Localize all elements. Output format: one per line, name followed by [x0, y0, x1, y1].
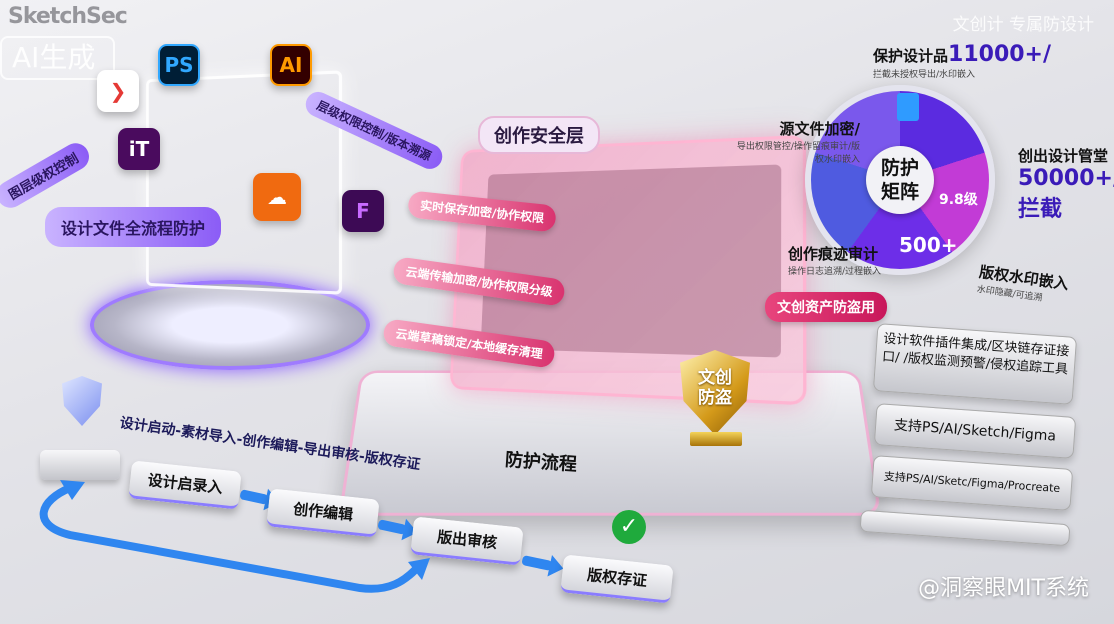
ai-generated-badge: AI生成	[0, 36, 115, 80]
protection-flow-label: 防护流程	[504, 449, 578, 476]
anti-theft-tag: 文创资产防盗用	[765, 292, 887, 322]
loop-arrow-icon	[39, 480, 430, 593]
sign-base-bar	[859, 509, 1071, 547]
flow-step-4: 版权存证	[560, 554, 674, 604]
callout-protected-designs: 保护设计品11000+/ 拦截未授权导出/水印嵌入	[873, 42, 1052, 80]
sign-support-1: 支持PS/AI/Sketch/Figma	[873, 403, 1077, 459]
brand-watermark: SketchSec	[8, 4, 128, 29]
security-layer-title: 创作安全层	[478, 116, 600, 154]
check-icon: ✓	[612, 510, 646, 544]
callout-trace-audit: 创作痕迹审计 操作日志追溯/过程嵌入	[788, 245, 882, 277]
footer-watermark: @洞察眼MIT系统	[918, 576, 1089, 601]
document-icon	[897, 93, 919, 121]
sign-integrations: 设计软件插件集成/区块链存证接口/ /版权监测预警/侵权追踪工具	[872, 323, 1078, 405]
segment-count: 500+	[899, 233, 958, 257]
security-layer-panel	[449, 134, 807, 406]
matrix-center: 防护矩阵	[866, 146, 934, 214]
callout-source-encryption: 源文件加密/ 导出权限管控/操作留痕审计/版权水印嵌入	[736, 120, 860, 165]
protection-matrix-ring: 防护矩阵 9.8级 500+	[805, 85, 995, 275]
callout-watermark: 版权水印嵌入 水印隐藏/可追溯	[976, 262, 1070, 304]
segment-score: 9.8级	[939, 192, 978, 208]
shield-stand	[690, 432, 742, 446]
fresco-icon: F	[342, 190, 384, 232]
shield-icon	[62, 376, 102, 426]
cloud-folder-icon: ☁	[253, 173, 301, 221]
incopy-icon: iT	[118, 128, 160, 170]
top-right-watermark: 文创计 专属防设计	[952, 15, 1094, 35]
ribbon-full-process-protection: 设计文件全流程防护	[45, 207, 222, 247]
sign-support-2: 支持PS/AI/Sketc/Figma/Procreate	[870, 455, 1074, 511]
ribbon-layer-permission: 图层级权控制	[0, 138, 94, 213]
shield-text: 文创防盗	[698, 368, 732, 408]
photoshop-icon: PS	[158, 44, 200, 86]
shield-pedestal	[40, 450, 120, 480]
arrow-right-icon	[521, 554, 553, 572]
colorful-app-icon: ❯	[97, 70, 139, 112]
illustrator-icon: AI	[270, 44, 312, 86]
glass-pedestal	[90, 280, 370, 370]
app-window-mockup	[480, 164, 782, 358]
callout-design-management: 创出设计管堂 50000+/拦截	[1018, 147, 1114, 222]
